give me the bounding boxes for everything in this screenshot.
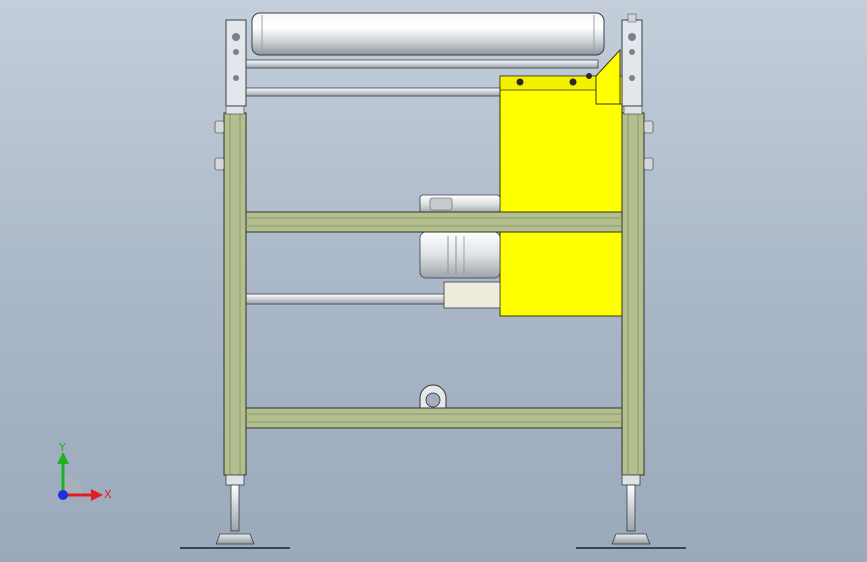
- lower-shaft[interactable]: [245, 293, 447, 305]
- lower-cross-member[interactable]: [245, 407, 623, 429]
- left-roller-bracket[interactable]: [225, 19, 247, 107]
- x-axis-label: X: [104, 488, 112, 501]
- left-foot[interactable]: [215, 474, 255, 545]
- left-leg[interactable]: [214, 105, 247, 476]
- y-axis-label: Y: [58, 441, 66, 454]
- orientation-triad[interactable]: Y X: [48, 440, 118, 510]
- upper-cross-member[interactable]: [245, 211, 623, 233]
- origin-dot-icon: [58, 490, 68, 500]
- y-axis-arrow-icon: [57, 452, 69, 495]
- upper-shaft[interactable]: [245, 59, 599, 69]
- right-leg[interactable]: [621, 105, 654, 476]
- pipe-clamp[interactable]: [419, 384, 447, 409]
- top-roller[interactable]: [251, 12, 605, 56]
- drive-guard[interactable]: [499, 48, 623, 317]
- right-roller-bracket[interactable]: [621, 13, 643, 107]
- gear-motor[interactable]: [419, 194, 501, 309]
- right-foot[interactable]: [611, 474, 651, 545]
- triad-plane-icon: [63, 475, 83, 495]
